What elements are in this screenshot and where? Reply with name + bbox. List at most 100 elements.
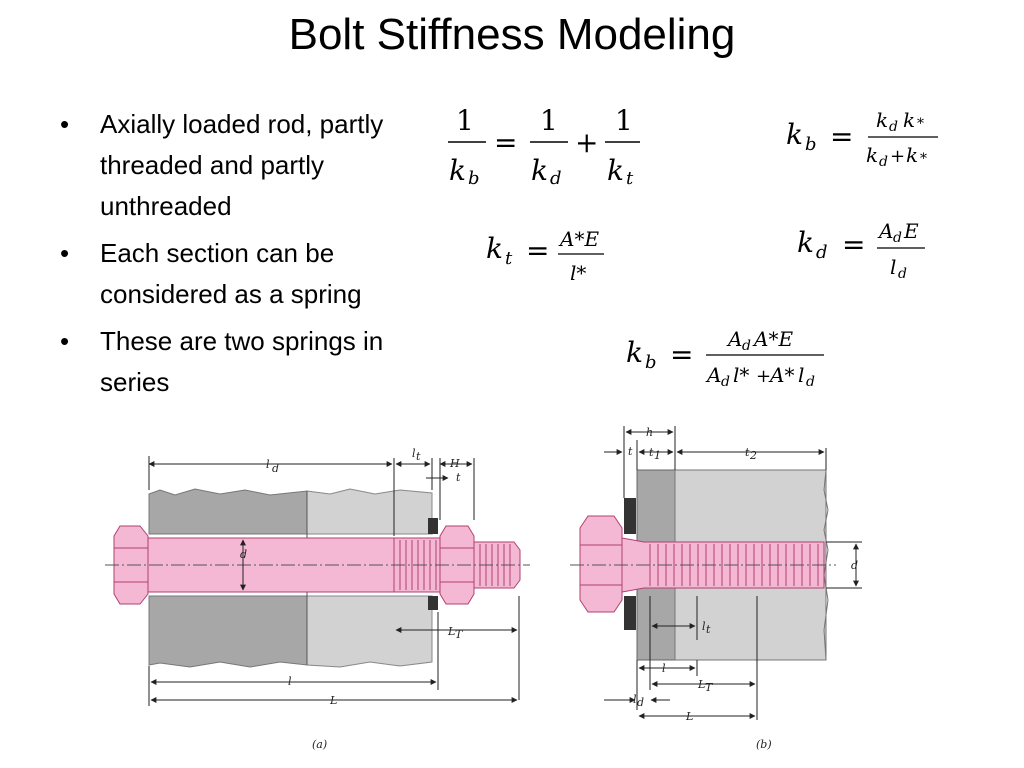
dim-label-t: t	[456, 471, 461, 484]
washer-upper	[428, 518, 438, 534]
figure-b-caption: (b)	[756, 738, 772, 751]
equations-layer: 1 k b = 1 k d + 1 k t k b = k d k * k d …	[448, 104, 938, 390]
dim-label-LT: L	[447, 625, 455, 638]
eq4-num-E: E	[903, 219, 919, 243]
dim-label-b-LT-sub: T	[705, 681, 714, 694]
eq4-equals: =	[842, 228, 865, 261]
eq5-den-sub: d	[721, 374, 730, 390]
eq3-equals: =	[526, 234, 549, 267]
dim-label-ld: l	[266, 458, 270, 471]
dim-label-b-t1-sub: 1	[654, 449, 661, 462]
eq2-equals: =	[830, 120, 853, 153]
dim-label-b-t2: t	[745, 446, 750, 459]
eq3-lhs: k	[486, 232, 503, 265]
eq1-num-1: 1	[456, 104, 474, 137]
screw-head	[579, 515, 623, 613]
dim-label-b-ld-sub: d	[637, 696, 644, 709]
eq2-num-k: k	[876, 108, 888, 132]
bullet-item: These are two springs in series	[60, 321, 420, 403]
eq2-den-star: *	[920, 151, 927, 167]
member-dark-upper	[148, 488, 308, 535]
eq5-den-l2: l	[798, 363, 804, 387]
dim-label-b-t2-sub: 2	[749, 449, 757, 462]
dim-label-lt: l	[412, 447, 416, 460]
dim-label-b-lt: l	[702, 620, 706, 633]
eq2-den-k: k	[866, 143, 878, 167]
eq2-num-star: *	[917, 116, 924, 132]
eq4-num-sub: d	[893, 230, 902, 246]
eq5-num-rest: A*E	[752, 327, 793, 351]
dim-label-b-l: l	[662, 662, 666, 675]
dim-label-LT-sub: T	[455, 628, 464, 641]
eq5-den-l: l*	[733, 363, 749, 387]
eq1-plus: +	[575, 126, 598, 159]
eq1-den-sub: b	[468, 168, 480, 189]
eq4-den-l: l	[890, 255, 896, 279]
eq2-den-k2: k	[906, 143, 918, 167]
eq2-num-k2: k	[903, 108, 915, 132]
equation-kb-combined: k b = k d k * k d + k *	[786, 108, 938, 170]
eq5-den-A2: A*	[768, 363, 794, 387]
eq4-num-A: A	[877, 219, 893, 243]
eq1-num-2: 1	[540, 104, 558, 137]
eq3-num: A*E	[558, 227, 599, 251]
bullet-item: Axially loaded rod, partly threaded and …	[60, 104, 420, 227]
bullet-item: Each section can be considered as a spri…	[60, 233, 420, 315]
eq1-den-k: k	[607, 154, 624, 187]
member-light-upper	[306, 488, 433, 535]
eq5-den-plus: +	[756, 366, 771, 387]
equation-kd: k d = A d E l d	[797, 219, 925, 282]
eq1-equals: =	[494, 126, 517, 159]
member-light-lower	[306, 595, 433, 668]
figure-b-cap-screw: d h t t 1 t 2 l t l L T l	[570, 426, 862, 751]
dim-label-b-h: h	[646, 426, 653, 439]
dim-label-b-d: d	[851, 559, 858, 572]
dim-label-b-t1: t	[649, 446, 654, 459]
eq1-num-3: 1	[615, 104, 633, 137]
dim-label-b-L: L	[685, 710, 693, 723]
eq1-den-sub: t	[626, 168, 634, 189]
eq5-lhs-sub: b	[645, 352, 657, 373]
member-dark-lower	[148, 595, 308, 668]
eq4-lhs: k	[797, 226, 814, 259]
dim-label-b-t: t	[628, 445, 633, 458]
eq1-den-k: k	[449, 154, 466, 187]
figure-a-bolt-through-members: d l d l t H t L T l L (a)	[105, 447, 530, 751]
slide-title: Bolt Stiffness Modeling	[288, 10, 736, 59]
dim-label-l: l	[288, 675, 292, 688]
eq3-den: l*	[570, 261, 586, 285]
eq4-den-sub: d	[898, 266, 907, 282]
dim-label-H: H	[449, 457, 460, 470]
dim-label-b-ld: l	[633, 693, 637, 706]
eq1-den-k: k	[531, 154, 548, 187]
bullet-list: Axially loaded rod, partly threaded and …	[60, 104, 420, 409]
dim-label-b-lt-sub: t	[706, 623, 711, 636]
eq1-den-sub: d	[550, 168, 562, 189]
eq5-den-A: A	[705, 363, 721, 387]
eq2-num-sub: d	[889, 119, 898, 135]
washer-lower	[428, 596, 438, 610]
eq2-den-plus: +	[890, 146, 905, 167]
eq5-num-sub: d	[742, 338, 751, 354]
washer-b-upper	[624, 498, 636, 534]
dim-label-L: L	[329, 694, 337, 707]
eq2-lhs-sub: b	[805, 134, 817, 155]
eq3-lhs-sub: t	[505, 248, 513, 269]
eq2-lhs: k	[786, 118, 803, 151]
eq4-lhs-sub: d	[816, 242, 828, 263]
dim-label-lt-sub: t	[416, 450, 421, 463]
eq2-den-sub: d	[879, 154, 888, 170]
dim-label-b-LT: L	[697, 678, 705, 691]
eq5-equals: =	[670, 338, 693, 371]
figure-a-caption: (a)	[312, 738, 327, 751]
equation-kt: k t = A*E l*	[486, 227, 604, 285]
eq5-den-sub2: d	[806, 374, 815, 390]
eq5-lhs: k	[626, 336, 643, 369]
eq5-num-A: A	[726, 327, 742, 351]
dim-label-ld-sub: d	[272, 462, 279, 475]
washer-b-lower	[624, 596, 636, 630]
equation-kb-final: k b = A d A*E A d l* + A* l d	[626, 327, 824, 390]
equation-series-sum: 1 k b = 1 k d + 1 k t	[448, 104, 640, 189]
dim-label-d: d	[240, 548, 247, 561]
